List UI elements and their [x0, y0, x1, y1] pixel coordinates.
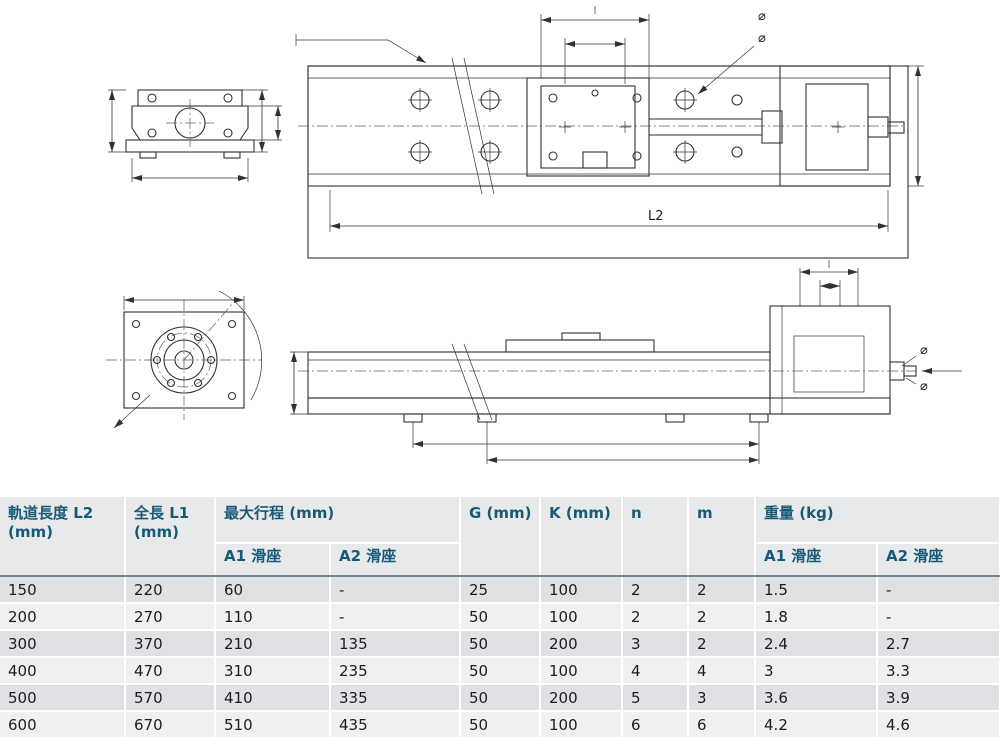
col-header-weight-a2: A2 滑座	[877, 543, 1000, 577]
col-header-n: n	[622, 497, 690, 577]
diameter-symbol: ⌀	[920, 343, 928, 358]
col-header-total-length: 全長 L1 (mm)	[125, 497, 216, 577]
drawing-svg: L2 ⌀ ⌀	[106, 6, 962, 464]
table-cell: 310	[215, 657, 331, 685]
table-cell: 2	[688, 576, 757, 604]
table-cell: 510	[215, 711, 331, 739]
diameter-symbol: ⌀	[758, 31, 766, 46]
end-view-drawing	[108, 89, 282, 182]
diameter-symbol: ⌀	[758, 9, 766, 24]
table-cell: -	[877, 576, 1000, 604]
col-header-line: (mm)	[134, 522, 179, 541]
table-cell: 150	[0, 576, 126, 604]
table-cell: 6	[622, 711, 690, 739]
col-header-line: (mm)	[8, 522, 53, 541]
col-header-line: 全長 L1	[134, 504, 190, 522]
table-cell: 4.2	[755, 711, 879, 739]
col-header-max-stroke-group: 最大行程 (mm)	[215, 497, 462, 544]
table-cell: 370	[125, 630, 216, 658]
table-cell: 570	[125, 684, 216, 712]
table-cell: 50	[460, 711, 542, 739]
dim-label-l2: L2	[648, 209, 664, 224]
table-cell: 3.9	[877, 684, 1000, 712]
table-cell: 3.6	[755, 684, 879, 712]
table-cell: 1.5	[755, 576, 879, 604]
table-cell: 220	[125, 576, 216, 604]
table-cell: 100	[540, 657, 624, 685]
front-view-drawing	[106, 290, 263, 429]
col-header-rail-length: 軌道長度 L2 (mm)	[0, 497, 126, 577]
table-cell: 270	[125, 603, 216, 631]
col-header-weight-a1: A1 滑座	[755, 543, 879, 577]
table-cell: 4	[688, 657, 757, 685]
col-header-k: K (mm)	[540, 497, 624, 577]
table-cell: 100	[540, 711, 624, 739]
table-cell: 50	[460, 603, 542, 631]
table-cell: 110	[215, 603, 331, 631]
table-cell: 100	[540, 576, 624, 604]
technical-drawing: L2 ⌀ ⌀	[106, 6, 962, 464]
table-cell: 200	[540, 630, 624, 658]
table-cell: -	[330, 576, 462, 604]
diameter-symbol: ⌀	[920, 379, 928, 394]
table-cell: 6	[688, 711, 757, 739]
table-cell: 300	[0, 630, 126, 658]
table-cell: 2.4	[755, 630, 879, 658]
table-cell: 50	[460, 657, 542, 685]
table-cell: 3	[688, 684, 757, 712]
table-cell: 600	[0, 711, 126, 739]
table-cell: 2.7	[877, 630, 1000, 658]
table-cell: 50	[460, 684, 542, 712]
table-cell: 400	[0, 657, 126, 685]
table-cell: 2	[688, 630, 757, 658]
table-cell: 3	[622, 630, 690, 658]
table-cell: 50	[460, 630, 542, 658]
table-cell: 2	[622, 576, 690, 604]
table-cell: 335	[330, 684, 462, 712]
table-cell: 60	[215, 576, 331, 604]
table-cell: 100	[540, 603, 624, 631]
table-cell: 470	[125, 657, 216, 685]
table-cell: 3.3	[877, 657, 1000, 685]
col-header-g: G (mm)	[460, 497, 542, 577]
table-cell: 200	[540, 684, 624, 712]
table-cell: 670	[125, 711, 216, 739]
col-header-stroke-a2: A2 滑座	[330, 543, 462, 577]
table-cell: 1.8	[755, 603, 879, 631]
col-header-m: m	[688, 497, 757, 577]
table-cell: 210	[215, 630, 331, 658]
table-cell: 435	[330, 711, 462, 739]
table-cell: -	[877, 603, 1000, 631]
col-header-weight-group: 重量 (kg)	[755, 497, 1000, 544]
table-cell: 4.6	[877, 711, 1000, 739]
table-cell: 410	[215, 684, 331, 712]
table-cell: 25	[460, 576, 542, 604]
col-header-line: 軌道長度 L2	[8, 504, 94, 522]
table-cell: 135	[330, 630, 462, 658]
table-cell: 235	[330, 657, 462, 685]
table-cell: 500	[0, 684, 126, 712]
table-cell: 4	[622, 657, 690, 685]
table-cell: 5	[622, 684, 690, 712]
side-view-drawing: ⌀ ⌀	[290, 260, 962, 464]
table-cell: 2	[622, 603, 690, 631]
table-cell: 200	[0, 603, 126, 631]
spec-table: 軌道長度 L2 (mm) 全長 L1 (mm) 最大行程 (mm) G (mm)…	[0, 497, 1000, 739]
table-cell: -	[330, 603, 462, 631]
plan-view-drawing: L2 ⌀ ⌀	[295, 6, 924, 259]
table-cell: 3	[755, 657, 879, 685]
col-header-stroke-a1: A1 滑座	[215, 543, 331, 577]
table-cell: 2	[688, 603, 757, 631]
